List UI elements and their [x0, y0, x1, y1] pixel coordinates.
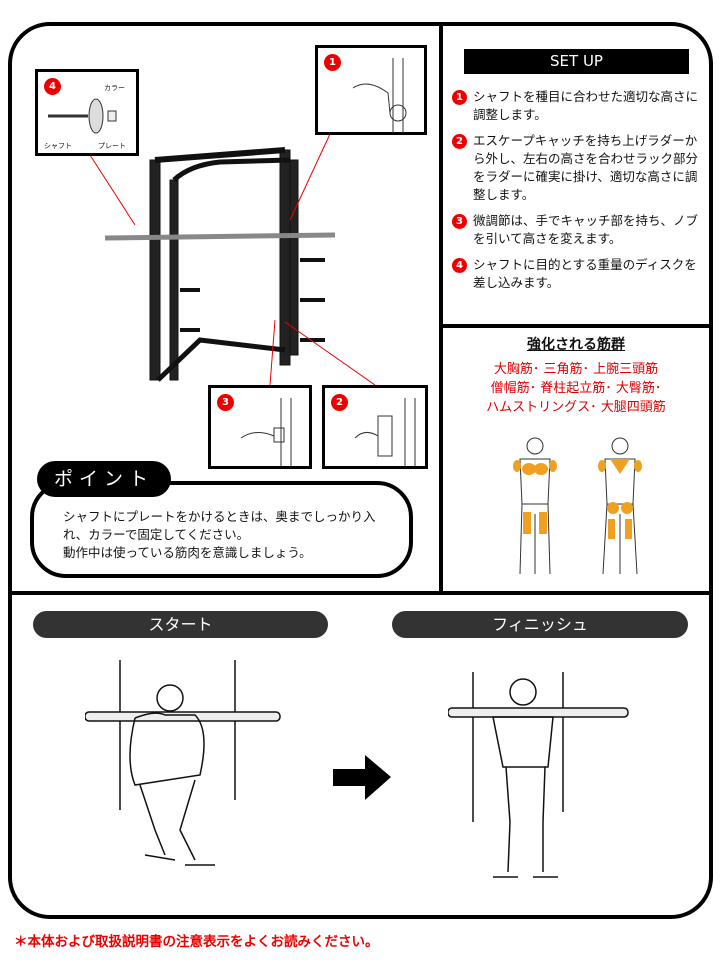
- plate-label: プレート: [98, 142, 126, 150]
- footer-caution: ＊本体および取扱説明書の注意表示をよくお読みください。: [14, 934, 379, 950]
- point-line: シャフトにプレートをかけるときは、奥までしっかり入: [63, 509, 376, 524]
- setup-step: 2 エスケープキャッチを持ち上げラダーから外し、左右の高さを合わせラック部分をラダ…: [452, 132, 704, 204]
- step-number-badge: 1: [452, 90, 467, 105]
- muscle-line: ハムストリングス･ 大腿四頭筋: [486, 400, 666, 415]
- callout-2-escape-catch: 2: [322, 385, 428, 469]
- point-text: シャフトにプレートをかけるときは、奥までしっかり入 れ、カラーで固定してください…: [63, 508, 408, 562]
- step-number-badge: 4: [44, 78, 61, 95]
- divider: [10, 591, 711, 595]
- point-line: 動作中は使っている筋肉を意識しましょう。: [63, 545, 312, 560]
- start-label: スタート: [33, 611, 328, 638]
- step-number-badge: 2: [452, 134, 467, 149]
- muscle-line: 大胸筋･ 三角筋･ 上腕三頭筋: [493, 362, 659, 377]
- setup-title: SET UP: [464, 49, 689, 74]
- setup-step: 1 シャフトを種目に合わせた適切な高さに調整します。: [452, 88, 704, 124]
- shaft-label: シャフト: [44, 142, 72, 150]
- step-number-badge: 2: [331, 394, 348, 411]
- point-line: れ、カラーで固定してください。: [63, 527, 250, 542]
- divider: [439, 24, 443, 594]
- point-label: ポイント: [37, 461, 171, 497]
- callout-leader-lines: [89, 133, 376, 386]
- arrow-right-icon: [333, 755, 391, 800]
- smith-machine-illustration: [104, 147, 336, 382]
- divider: [441, 324, 711, 328]
- plate-diagram: [48, 98, 117, 134]
- collar-label: カラー: [104, 84, 125, 92]
- step-number-badge: 1: [324, 54, 341, 71]
- muscle-groups-list: 大胸筋･ 三角筋･ 上腕三頭筋 僧帽筋･ 脊柱起立筋･ 大臀筋･ ハムストリング…: [441, 360, 711, 417]
- point-box: [30, 481, 413, 578]
- step-text: シャフトに目的とする重量のディスクを差し込みます。: [473, 257, 697, 290]
- step-text: 微調節は、手でキャッチ部を持ち、ノブを引いて高さを変えます。: [473, 213, 699, 246]
- page-frame: [8, 22, 713, 919]
- setup-step: 3 微調節は、手でキャッチ部を持ち、ノブを引いて高さを変えます。: [452, 212, 704, 248]
- escape-catch-diagram: [354, 398, 416, 466]
- step-number-badge: 3: [452, 214, 467, 229]
- knob-diagram: [240, 398, 292, 466]
- step-text: エスケープキャッチを持ち上げラダーから外し、左右の高さを合わせラック部分をラダー…: [473, 133, 699, 202]
- muscle-groups-title: 強化される筋群: [527, 337, 625, 353]
- hand-catch-diagram: [352, 58, 407, 133]
- step-number-badge: 3: [217, 394, 234, 411]
- squat-finish-illustration: [448, 672, 629, 878]
- callout-1-catch: 1: [315, 45, 427, 135]
- muscle-anatomy-figures: [513, 437, 642, 575]
- setup-steps: 1 シャフトを種目に合わせた適切な高さに調整します。 2 エスケープキャッチを持ち上…: [452, 88, 704, 300]
- step-text: シャフトを種目に合わせた適切な高さに調整します。: [473, 89, 699, 122]
- callout-4-shaft-plate: 4 カラー シャフト プレート: [35, 69, 139, 156]
- muscle-line: 僧帽筋･ 脊柱起立筋･ 大臀筋･: [490, 381, 662, 396]
- callout-3-knob: 3: [208, 385, 312, 469]
- step-number-badge: 4: [452, 258, 467, 273]
- finish-label: フィニッシュ: [392, 611, 688, 638]
- setup-step: 4 シャフトに目的とする重量のディスクを差し込みます。: [452, 256, 704, 292]
- squat-start-illustration: [85, 660, 281, 866]
